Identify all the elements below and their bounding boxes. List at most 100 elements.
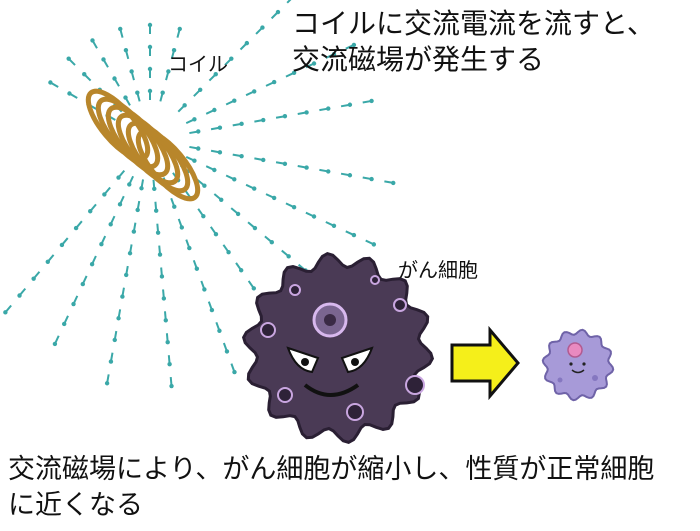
field-arrow <box>340 102 353 108</box>
normal-cell-icon <box>541 328 615 402</box>
field-arrow <box>118 26 124 38</box>
field-arrow <box>185 155 197 163</box>
field-arrow <box>365 239 377 247</box>
field-arrow <box>163 311 168 323</box>
field-arrow <box>90 38 98 49</box>
field-arrow <box>108 352 114 364</box>
field-arrow <box>254 157 266 163</box>
field-arrow <box>123 95 131 106</box>
field-arrow <box>245 89 257 97</box>
field-arrow <box>73 220 83 231</box>
field-arrow <box>319 168 331 174</box>
magnetic-field-arrows <box>3 0 396 389</box>
field-arrow <box>265 79 277 87</box>
field-arrow <box>177 103 187 113</box>
field-arrow <box>159 267 165 279</box>
field-arrow <box>59 237 69 248</box>
field-arrow <box>196 179 207 188</box>
field-arrow <box>131 222 137 234</box>
field-arrow <box>255 25 265 35</box>
header-line-2: 交流磁場が発生する <box>292 43 545 76</box>
field-arrow <box>80 275 88 287</box>
field-arrow <box>89 255 97 267</box>
field-arrow <box>161 289 167 301</box>
field-arrow <box>185 239 192 251</box>
field-arrow <box>147 88 153 100</box>
field-arrow <box>230 207 241 217</box>
field-arrow <box>362 176 374 182</box>
field-arrow <box>153 201 159 213</box>
field-arrow <box>88 203 97 214</box>
field-arrow <box>170 197 177 209</box>
field-arrow <box>67 91 78 99</box>
field-arrow <box>127 175 135 187</box>
field-arrow <box>135 90 141 102</box>
field-arrow <box>297 110 309 115</box>
field-arrow <box>209 226 219 237</box>
field-arrow <box>177 218 185 230</box>
field-arrow <box>120 287 125 299</box>
field-arrow <box>205 165 217 173</box>
field-arrow <box>305 61 317 69</box>
field-arrow <box>232 153 244 159</box>
field-arrow <box>297 165 309 170</box>
field-arrow <box>319 106 331 112</box>
field-arrow <box>147 22 153 34</box>
field-arrow <box>230 363 237 375</box>
field-arrow <box>362 98 374 104</box>
field-arrow <box>265 193 277 201</box>
field-arrow <box>210 125 223 131</box>
field-arrow <box>165 333 170 345</box>
field-arrow <box>286 0 292 4</box>
field-arrow <box>197 208 206 219</box>
field-arrow <box>147 44 153 56</box>
cancer-cell-label: がん細胞 <box>398 258 478 282</box>
field-arrow <box>82 72 92 82</box>
field-arrow <box>222 342 230 354</box>
field-arrow <box>102 186 111 197</box>
field-arrow <box>254 117 266 123</box>
transition-arrow-icon <box>450 325 520 401</box>
field-arrow <box>135 200 141 213</box>
field-arrow <box>222 244 231 255</box>
field-arrow <box>200 280 207 292</box>
field-arrow <box>275 161 288 166</box>
coil-label: コイル <box>168 52 228 76</box>
field-arrow <box>147 66 153 78</box>
field-arrow <box>245 183 257 191</box>
field-arrow <box>124 265 129 278</box>
field-arrow <box>66 56 76 66</box>
field-arrow <box>48 80 59 88</box>
field-arrow <box>235 262 244 273</box>
field-arrow <box>285 202 297 210</box>
field-arrow <box>224 56 234 66</box>
coil-icon <box>85 88 201 202</box>
field-arrow <box>193 87 203 97</box>
field-arrow <box>101 57 109 68</box>
field-arrow <box>169 377 174 389</box>
field-arrow <box>192 259 200 271</box>
field-arrow <box>123 47 130 60</box>
field-arrow <box>275 114 288 119</box>
field-arrow <box>239 40 250 51</box>
field-arrow <box>384 180 396 186</box>
field-arrow <box>112 330 118 343</box>
field-arrow <box>305 211 317 219</box>
field-arrow <box>213 193 224 202</box>
field-arrow <box>159 90 165 102</box>
field-arrow <box>264 235 275 245</box>
field-arrow <box>139 179 145 191</box>
field-arrow <box>45 254 55 265</box>
field-arrow <box>215 321 222 333</box>
field-arrow <box>31 271 41 281</box>
caption-line-2: に近くなる <box>8 490 143 521</box>
field-arrow <box>71 295 79 307</box>
field-arrow <box>52 335 60 347</box>
field-arrow <box>117 195 125 207</box>
field-arrow <box>127 244 133 256</box>
field-arrow <box>189 129 201 135</box>
field-arrow <box>207 301 215 313</box>
field-arrow <box>157 245 163 257</box>
